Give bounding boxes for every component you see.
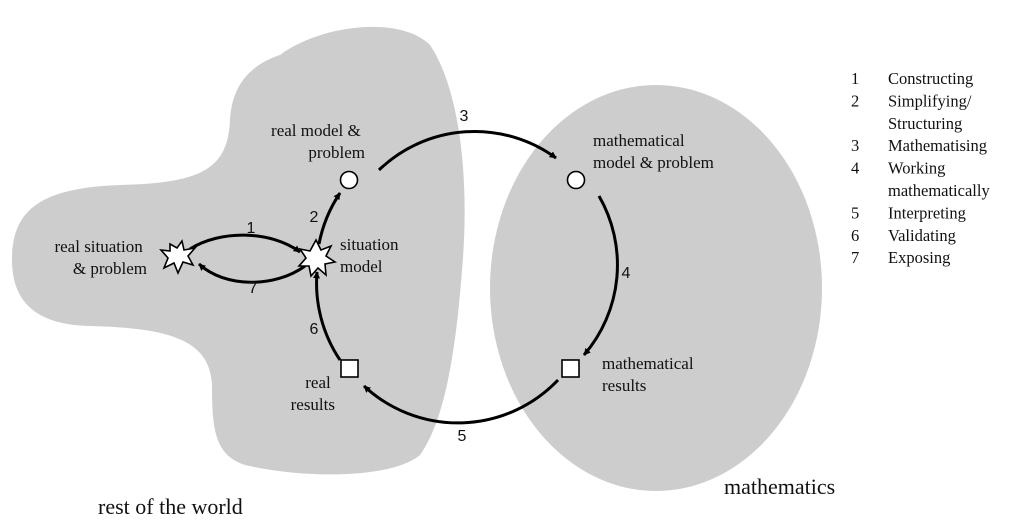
- real-model-label: real model & problem: [271, 121, 365, 162]
- legend-number: 2: [851, 91, 859, 110]
- legend-text: Mathematising: [888, 136, 987, 155]
- real-situation-star-icon: [159, 239, 198, 276]
- arrow-6-validating: [313, 271, 342, 361]
- arrow-3-mathematising: [377, 129, 557, 172]
- math-model-label: mathematical model & problem: [593, 131, 714, 172]
- legend-text: mathematically: [888, 181, 990, 200]
- arrow-1-constructing: [189, 233, 301, 254]
- legend-text: Working: [888, 159, 945, 178]
- real-results-label: real results: [291, 373, 335, 414]
- real-model-node-circle: [339, 170, 359, 190]
- arrow-7-label: 7: [249, 280, 258, 297]
- situation-model-label: situation model: [340, 235, 403, 276]
- legend-number: 5: [851, 203, 859, 222]
- arrow-2-label: 2: [310, 209, 319, 226]
- arrow-6-label: 6: [310, 321, 319, 338]
- arrow-4-working-mathematically: [582, 195, 619, 356]
- situation-model-star-icon: [297, 238, 338, 278]
- arrow-3-label: 3: [460, 108, 469, 125]
- legend-text: Interpreting: [888, 203, 966, 222]
- arrow-4-label: 4: [622, 265, 631, 282]
- real-results-node-square: [340, 359, 359, 378]
- math-results-label: mathematical results: [602, 354, 698, 395]
- math-model-node-circle: [566, 170, 586, 190]
- arrow-5-interpreting: [362, 378, 560, 425]
- arrow-5-label: 5: [458, 428, 467, 445]
- arrow-7-exposing: [197, 262, 306, 284]
- legend-number: 7: [851, 248, 859, 267]
- legend-text: Constructing: [888, 69, 973, 88]
- legend-text: Structuring: [888, 114, 962, 133]
- arrow-1-label: 1: [247, 220, 256, 237]
- legend-number: 1: [851, 69, 859, 88]
- real-situation-label: real situation & problem: [54, 237, 147, 278]
- arrow-2-simplifying: [317, 192, 342, 245]
- legend-number: 6: [851, 226, 859, 245]
- rest-of-world-label: rest of the world: [98, 494, 243, 519]
- mathematics-label: mathematics: [724, 474, 835, 499]
- legend: 1 Constructing 2 Simplifying/Structuring 3 Ma…: [851, 69, 990, 267]
- legend-text: Validating: [888, 226, 956, 245]
- legend-number: 3: [851, 136, 859, 155]
- legend-text: Simplifying/: [888, 91, 972, 110]
- legend-number: 4: [851, 159, 859, 178]
- legend-text: Exposing: [888, 248, 950, 267]
- math-results-node-square: [561, 359, 580, 378]
